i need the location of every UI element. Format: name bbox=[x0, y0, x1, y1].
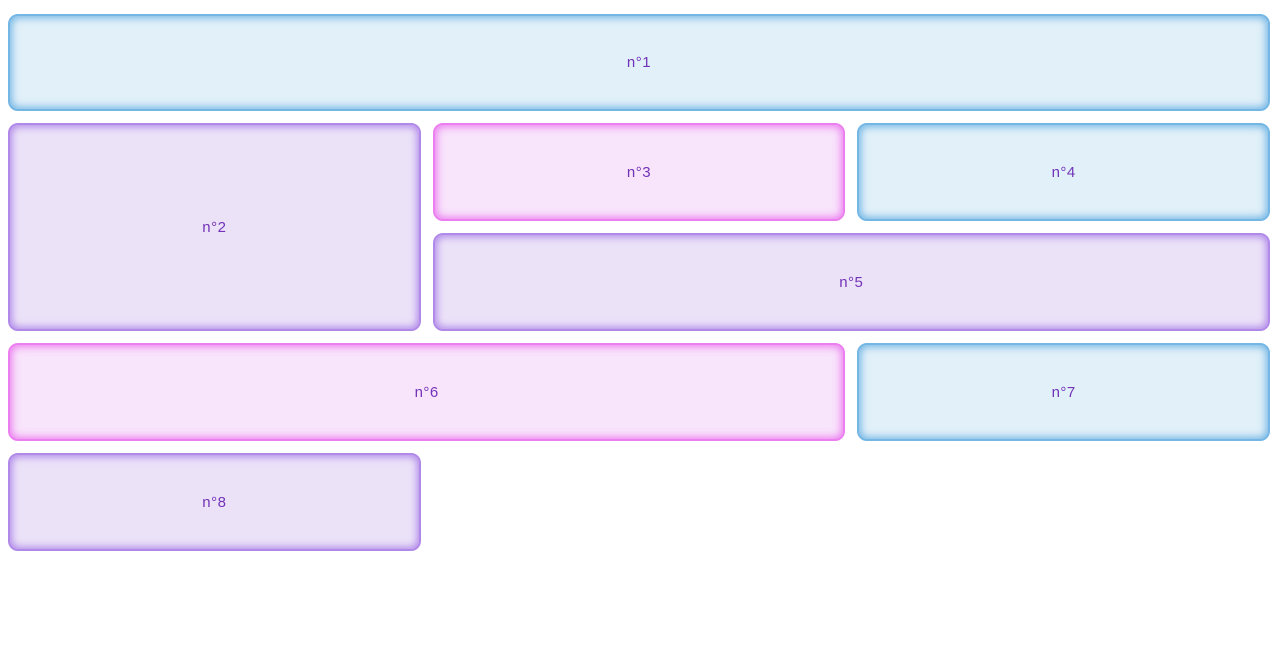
grid-item-n1: n°1 bbox=[8, 14, 1270, 111]
grid-item-n6: n°6 bbox=[8, 343, 846, 441]
grid-item-n8: n°8 bbox=[8, 453, 421, 551]
grid-item-n3: n°3 bbox=[432, 123, 846, 221]
grid-item-n2: n°2 bbox=[8, 123, 421, 331]
grid-item-n4: n°4 bbox=[857, 123, 1270, 221]
grid-item-n5: n°5 bbox=[432, 233, 1270, 331]
card-grid: n°1 n°2 n°3 n°4 n°5 n°6 n°7 n°8 bbox=[8, 14, 1270, 551]
grid-item-n7: n°7 bbox=[857, 343, 1270, 441]
